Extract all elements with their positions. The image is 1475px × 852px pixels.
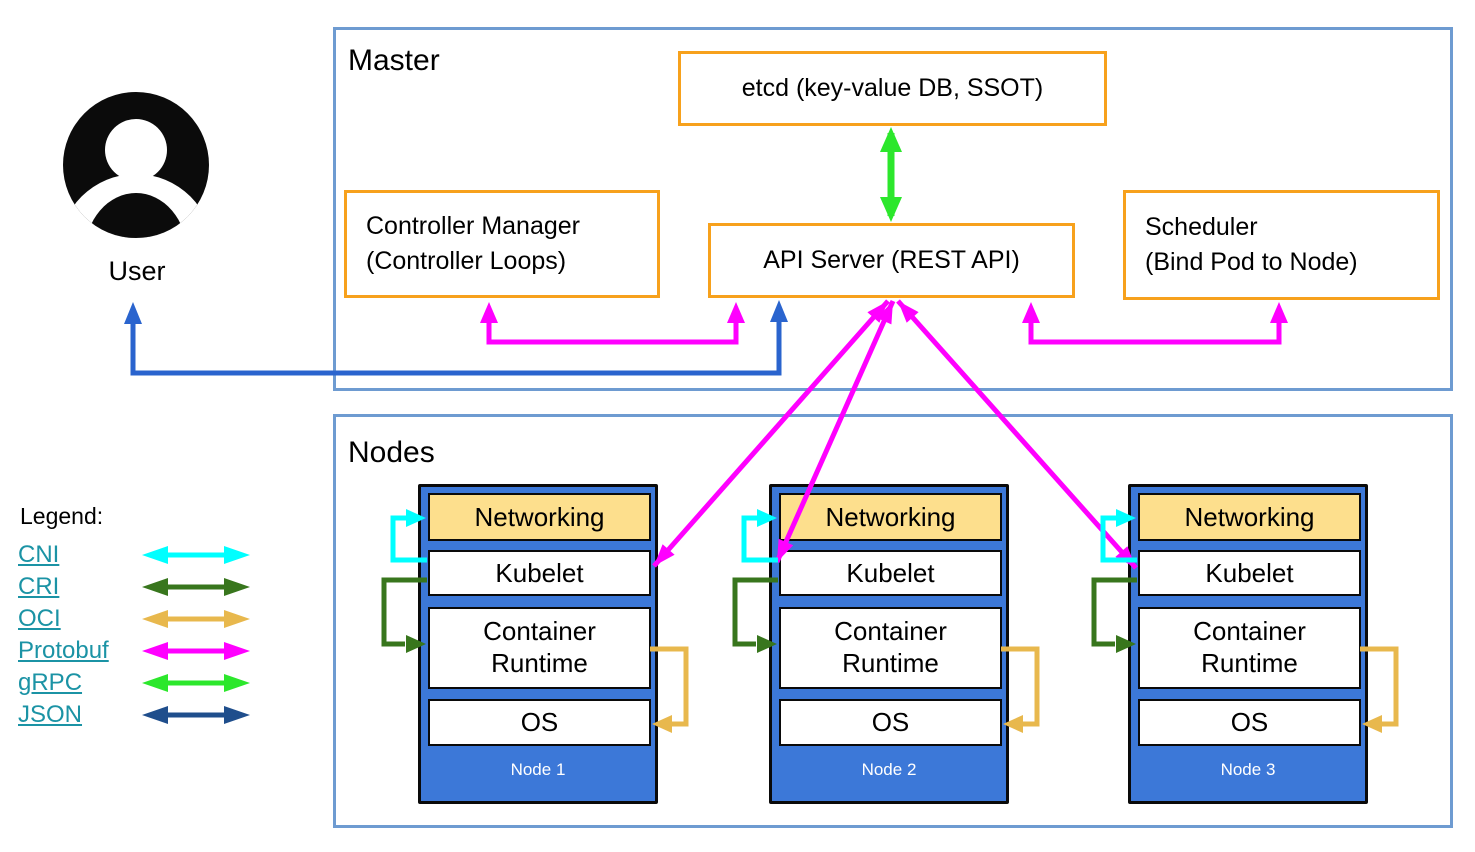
node2-kubelet-box: Kubelet — [779, 550, 1002, 596]
node3-kubelet-box: Kubelet — [1138, 550, 1361, 596]
oci-arrow-icon — [140, 607, 252, 631]
user-label: User — [108, 256, 166, 286]
node3-os-box: OS — [1138, 699, 1361, 746]
os-label: OS — [520, 707, 559, 737]
nodes-title: Nodes — [348, 436, 435, 469]
legend-row-oci: OCI — [18, 603, 252, 635]
scheduler-box: Scheduler (Bind Pod to Node) — [1123, 190, 1440, 300]
container-runtime-label: Container Runtime — [834, 616, 947, 678]
cni-arrow-icon — [140, 543, 252, 567]
networking-label: Networking — [1184, 501, 1315, 532]
controller-manager-line1: Controller Manager — [366, 211, 580, 240]
node1-kubelet-box: Kubelet — [428, 550, 651, 596]
user-icon — [62, 91, 210, 244]
legend-row-json: JSON — [18, 699, 252, 731]
node3-container-runtime-box: Container Runtime — [1138, 607, 1361, 689]
api-server-label: API Server (REST API) — [763, 246, 1020, 274]
json-link[interactable]: JSON — [18, 701, 83, 728]
node1-networking-box: Networking — [428, 493, 651, 541]
kubelet-label: Kubelet — [846, 557, 935, 588]
master-title: Master — [348, 44, 440, 77]
node3-networking-box: Networking — [1138, 493, 1361, 541]
controller-manager-box: Controller Manager (Controller Loops) — [344, 190, 660, 298]
grpc-link[interactable]: gRPC — [18, 669, 83, 696]
node-3: Networking Kubelet Container Runtime OS … — [1128, 484, 1368, 804]
container-runtime-label: Container Runtime — [1193, 616, 1306, 678]
scheduler-line1: Scheduler — [1145, 212, 1258, 241]
networking-label: Networking — [825, 501, 956, 532]
legend-title: Legend: — [20, 503, 104, 529]
node2-container-runtime-box: Container Runtime — [779, 607, 1002, 689]
kubelet-label: Kubelet — [495, 557, 584, 588]
json-arrow-icon — [140, 703, 252, 727]
node-2: Networking Kubelet Container Runtime OS … — [769, 484, 1009, 804]
legend-row-grpc: gRPC — [18, 667, 252, 699]
cni-link[interactable]: CNI — [18, 541, 60, 568]
protobuf-arrow-icon — [140, 639, 252, 663]
node2-os-box: OS — [779, 699, 1002, 746]
os-label: OS — [871, 707, 910, 737]
legend-row-cni: CNI — [18, 539, 252, 571]
etcd-box: etcd (key-value DB, SSOT) — [678, 51, 1107, 126]
legend-row-protobuf: Protobuf — [18, 635, 252, 667]
node1-os-box: OS — [428, 699, 651, 746]
scheduler-line2: (Bind Pod to Node) — [1145, 248, 1358, 276]
api-server-box: API Server (REST API) — [708, 223, 1075, 298]
node2-networking-box: Networking — [779, 493, 1002, 541]
os-label: OS — [1230, 707, 1269, 737]
cri-arrow-icon — [140, 575, 252, 599]
networking-label: Networking — [474, 501, 605, 532]
container-runtime-label: Container Runtime — [483, 616, 596, 678]
kubelet-label: Kubelet — [1205, 557, 1294, 588]
node1-name: Node 1 — [510, 760, 566, 779]
grpc-arrow-icon — [140, 671, 252, 695]
node-1: Networking Kubelet Container Runtime OS … — [418, 484, 658, 804]
cri-link[interactable]: CRI — [18, 573, 60, 600]
protobuf-link[interactable]: Protobuf — [18, 637, 109, 664]
etcd-label: etcd (key-value DB, SSOT) — [741, 74, 1044, 102]
legend-row-cri: CRI — [18, 571, 252, 603]
node2-name: Node 2 — [861, 760, 917, 779]
oci-link[interactable]: OCI — [18, 605, 61, 632]
controller-manager-line2: (Controller Loops) — [366, 247, 567, 275]
legend: Legend: CNI CRI OCI Protobuf gRPC JSON — [18, 503, 252, 731]
node3-name: Node 3 — [1220, 760, 1276, 779]
node1-container-runtime-box: Container Runtime — [428, 607, 651, 689]
